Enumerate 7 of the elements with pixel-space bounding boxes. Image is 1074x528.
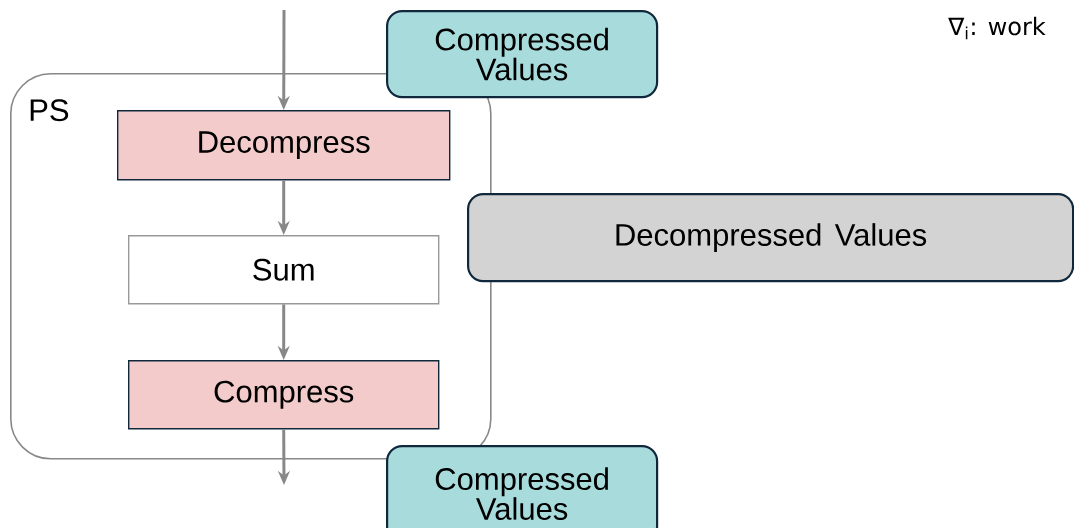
process-box: Sum [128,235,440,305]
legend-text: ∇$_{i}$: work [948,16,1046,40]
process-box: Compress [128,360,440,430]
data-box: Decompressed Values [467,193,1074,283]
data-box: Compressed Values [386,445,659,528]
data-box: Compressed Values [386,10,659,99]
process-box: Decompress [117,110,451,181]
